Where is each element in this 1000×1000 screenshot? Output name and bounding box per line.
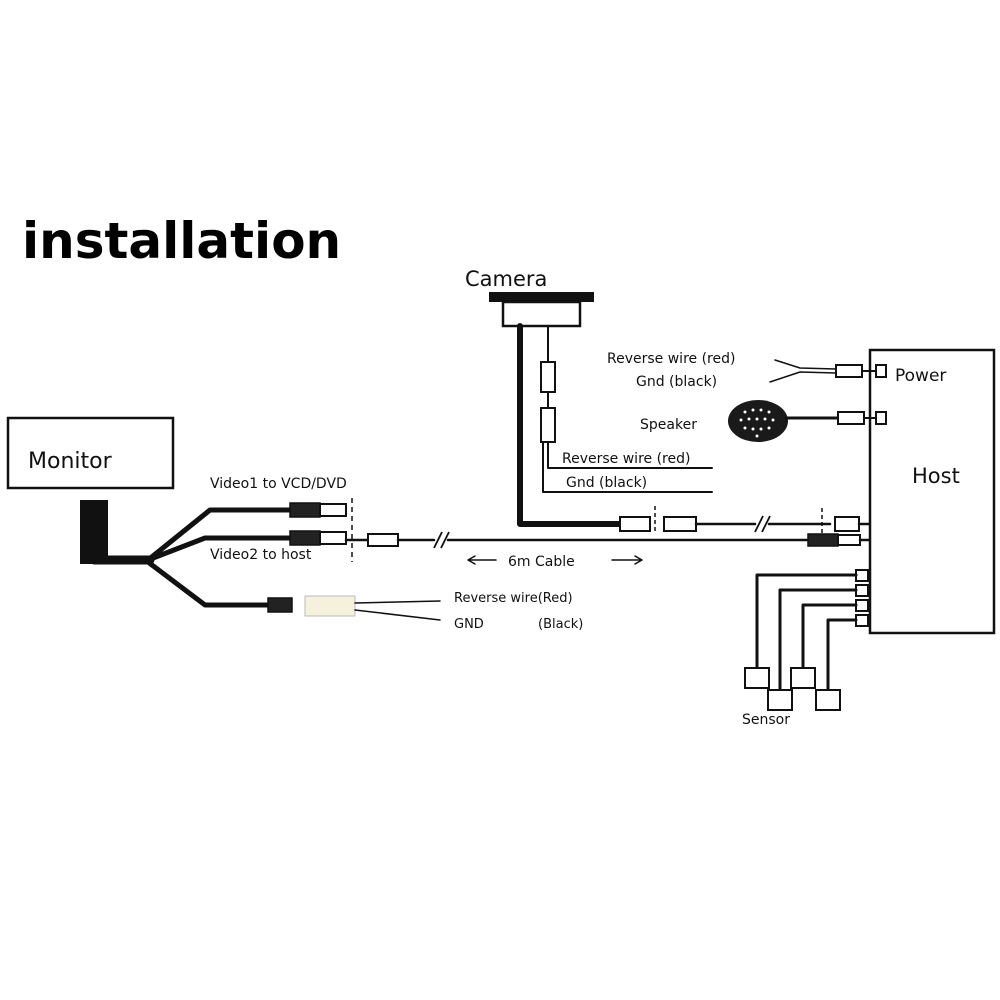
speaker-body <box>728 400 788 442</box>
monitor-reverse-plug <box>267 597 293 613</box>
video2-plug <box>289 530 321 546</box>
cable-break-2b <box>761 515 771 533</box>
camera-mount <box>501 300 582 328</box>
cable-plug-right <box>807 533 839 547</box>
monitor-gnd-color-label: (Black) <box>538 617 583 632</box>
cable-break-2a <box>754 515 764 533</box>
cable-break-1a <box>433 531 443 549</box>
camera-lead-plug-b <box>540 407 556 443</box>
sensor-wire-2 <box>778 588 858 692</box>
sensor-port-3 <box>855 599 869 612</box>
video1-plug <box>289 502 321 518</box>
reverse-branch <box>145 559 273 608</box>
camera-unit: Camera Reverse wire (red) Gnd (black) <box>465 267 713 527</box>
camera-cable <box>517 323 623 527</box>
cable-plug-left <box>367 533 399 547</box>
monitor-reverse-sleeve <box>304 595 356 617</box>
cable-arrow-left <box>467 555 497 565</box>
sensor-wire-3 <box>801 603 858 670</box>
power-reverse-wire <box>774 359 837 370</box>
sensor-port-2 <box>855 584 869 597</box>
camera-label: Camera <box>465 267 547 291</box>
camera-body <box>489 292 594 302</box>
monitor-box <box>6 416 175 490</box>
cable-arrow-right <box>611 555 643 565</box>
host-camera-plug <box>834 516 860 532</box>
speaker-plug <box>837 411 865 425</box>
camera-reverse-wire <box>547 441 713 469</box>
cable-label: 6m Cable <box>508 554 575 570</box>
camera-lead-plug-a <box>540 361 556 393</box>
video2-branch <box>145 535 293 563</box>
sensor-port-4 <box>855 614 869 627</box>
sensor-wire-1 <box>755 573 858 670</box>
camera-reverse-label: Reverse wire (red) <box>562 451 690 467</box>
host-label: Host <box>912 464 960 488</box>
video2-label: Video2 to host <box>210 547 312 563</box>
monitor-reverse-label: Reverse wire(Red) <box>454 591 573 606</box>
speaker-port <box>875 411 887 425</box>
monitor-stem <box>80 500 108 564</box>
sensor-2 <box>767 689 793 711</box>
power-reverse-label: Reverse wire (red) <box>607 351 735 367</box>
speaker-holes <box>739 408 775 438</box>
power-gnd-label: Gnd (black) <box>636 374 717 390</box>
video1-branch <box>145 507 293 563</box>
host-box <box>868 348 996 635</box>
camera-gnd-label: Gnd (black) <box>566 475 647 491</box>
sensor-wire-4 <box>826 618 858 692</box>
sensor-3 <box>790 667 816 689</box>
video1-label: Video1 to VCD/DVD <box>210 476 347 492</box>
sensor-1 <box>744 667 770 689</box>
camera-ext-plug <box>663 516 697 532</box>
speaker-label: Speaker <box>640 417 697 433</box>
power-port <box>875 364 887 378</box>
cable-socket-right <box>837 534 861 546</box>
monitor-reverse-lead <box>354 600 441 604</box>
host-unit: Host Power Reverse wire (red) Gnd (black… <box>607 348 996 635</box>
monitor-gnd-lead <box>354 609 441 621</box>
power-gnd-wire <box>769 371 837 383</box>
power-plug <box>835 364 863 378</box>
monitor-label: Monitor <box>28 449 113 474</box>
sensor-4 <box>815 689 841 711</box>
camera-gnd-wire <box>542 441 713 493</box>
sensor-group: Sensor <box>742 573 858 728</box>
monitor-gnd-label: GND <box>454 617 484 632</box>
sensor-port-1 <box>855 569 869 582</box>
camera-cable-plug <box>619 516 651 532</box>
monitor-unit: Monitor Video1 to VCD/DVD Video2 to host… <box>6 416 583 632</box>
sensor-label: Sensor <box>742 712 790 728</box>
power-label: Power <box>895 366 946 386</box>
video-cable: 6m Cable <box>344 531 872 570</box>
diagram-title: installation <box>22 212 341 270</box>
video1-socket <box>319 503 347 517</box>
cable-break-1b <box>440 531 450 549</box>
video2-socket <box>319 531 347 545</box>
camera-host-cable <box>619 506 872 534</box>
